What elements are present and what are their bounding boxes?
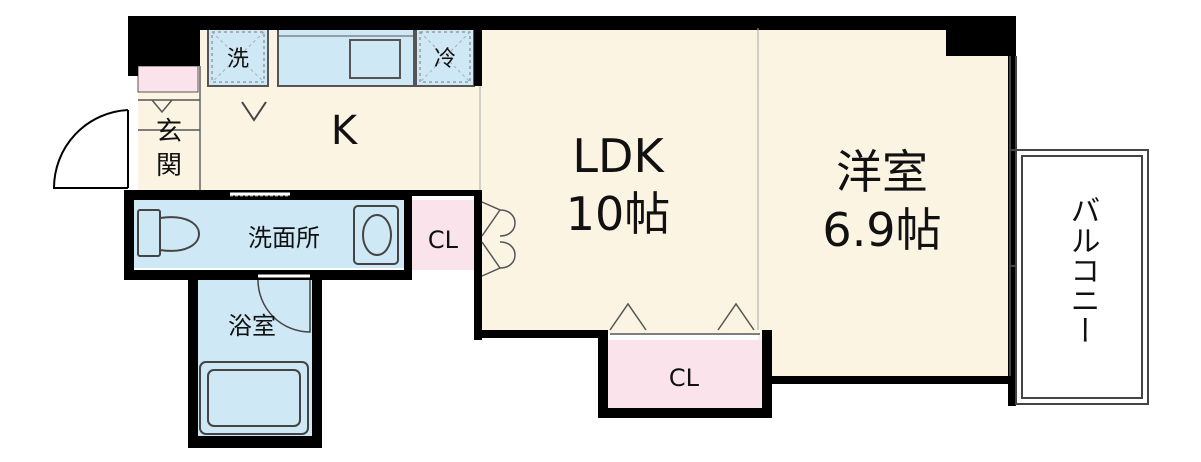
ldk-size-label: 10帖 bbox=[566, 187, 671, 241]
entrance-step bbox=[138, 99, 200, 131]
entrance-door[interactable] bbox=[52, 109, 129, 189]
walls bbox=[124, 16, 1016, 448]
western-room-floor bbox=[758, 28, 1008, 380]
closet-ldk-floor bbox=[410, 200, 476, 270]
washer-space: 洗 bbox=[207, 27, 269, 87]
western-room-label: 洋室 bbox=[836, 145, 928, 199]
shoe-box bbox=[137, 65, 199, 93]
toilet bbox=[137, 209, 200, 257]
kitchen-label: K bbox=[331, 108, 359, 154]
washer-label: 洗 bbox=[227, 47, 249, 72]
closet-bottom-label: CL bbox=[669, 364, 700, 392]
fridge-label: 冷 bbox=[434, 47, 456, 72]
ldk-floor bbox=[480, 28, 758, 333]
kitchen-door-mark bbox=[241, 101, 267, 122]
entrance-label-bottom: 関 bbox=[156, 151, 182, 181]
closet-bottom-doors[interactable] bbox=[609, 302, 760, 335]
balcony-window bbox=[1009, 56, 1017, 376]
entrance-label-top: 玄 bbox=[156, 117, 182, 147]
western-room-size-label: 6.9帖 bbox=[822, 203, 941, 257]
bathroom-door[interactable] bbox=[257, 279, 311, 333]
bathroom-label: 浴室 bbox=[228, 312, 276, 340]
washbasin bbox=[353, 205, 399, 265]
closet-ldk-label: CL bbox=[428, 226, 459, 254]
closet-bottom-floor bbox=[605, 340, 763, 412]
balcony-label: バルコニー bbox=[1065, 195, 1100, 345]
balcony-railing bbox=[1015, 149, 1149, 405]
washroom-label: 洗面所 bbox=[248, 224, 320, 252]
closet-ldk-doors[interactable] bbox=[481, 201, 516, 277]
bathtub bbox=[199, 361, 309, 435]
kitchen-sink bbox=[349, 39, 401, 79]
ldk-label: LDK bbox=[572, 129, 665, 183]
fridge-space: 冷 bbox=[415, 27, 475, 87]
